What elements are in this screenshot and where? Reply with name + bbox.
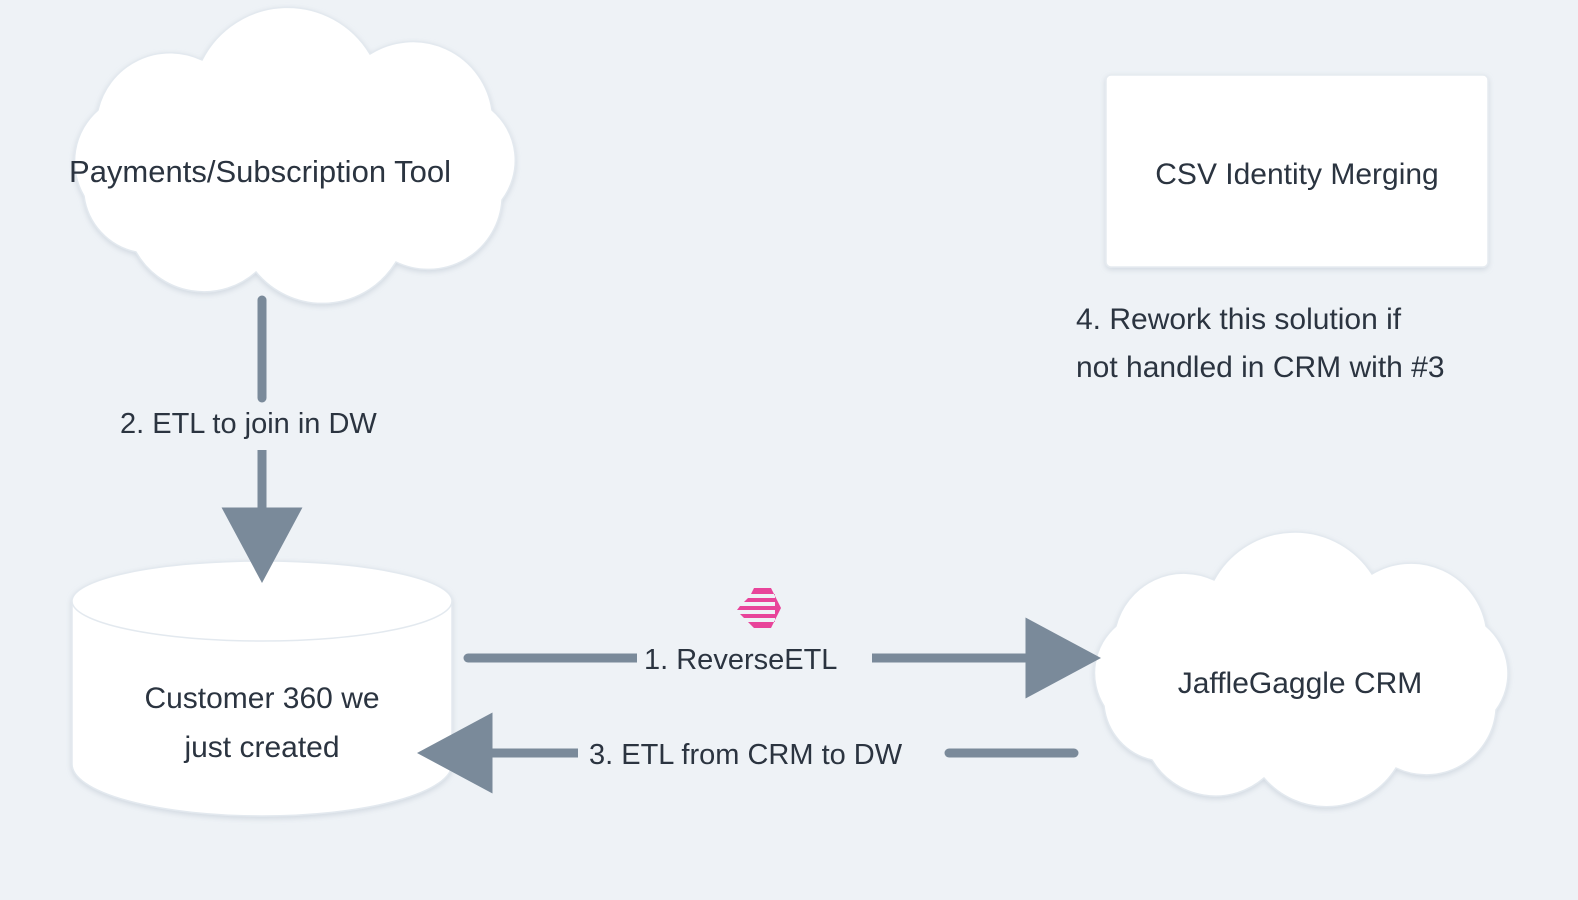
node-customer-360-warehouse bbox=[71, 560, 453, 817]
node-payments-subscription-tool bbox=[73, 6, 516, 305]
hightouch-logo-icon bbox=[737, 588, 781, 628]
edge-label-etl-to-join-in-dw: 2. ETL to join in DW bbox=[113, 407, 384, 442]
node-jafflegaggle-crm bbox=[1093, 531, 1509, 808]
edge-label-etl-from-crm-to-dw: 3. ETL from CRM to DW bbox=[582, 738, 910, 773]
node-csv-identity-merging bbox=[1105, 74, 1489, 268]
edge-label-reverse-etl: 1. ReverseETL bbox=[637, 643, 845, 678]
